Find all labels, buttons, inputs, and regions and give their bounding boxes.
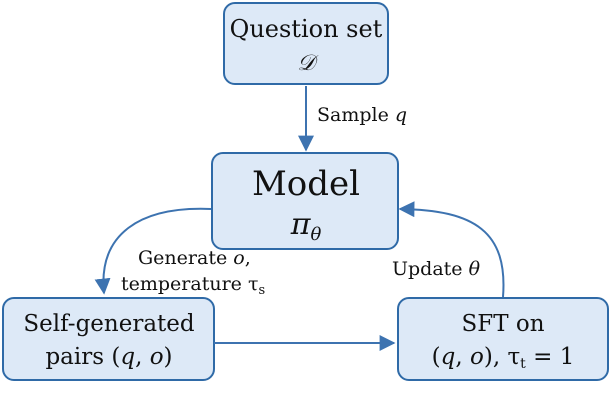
- node-self-generated-sep: ,: [135, 344, 150, 370]
- node-sft-q: q: [441, 344, 456, 370]
- node-model-pi: π: [290, 207, 312, 242]
- node-self-generated-o: o: [150, 344, 164, 370]
- edge-generate-var: o: [233, 247, 244, 269]
- edge-generate-line2: temperature τs: [121, 273, 265, 298]
- node-self-generated-line1: Self-generated: [23, 311, 195, 337]
- node-self-generated-prefix: pairs (: [45, 344, 120, 370]
- node-question-set-label: Question set: [230, 15, 383, 43]
- node-sft-line2: (q, o), τt = 1: [432, 344, 575, 372]
- edge-update-var: θ: [469, 258, 481, 280]
- node-self-generated-box: [2, 297, 215, 381]
- edge-sample-text: Sample: [317, 104, 395, 126]
- node-model-box: [211, 152, 399, 250]
- node-sft-tau-sub: t: [520, 356, 526, 372]
- node-sft-prefix: (: [432, 344, 441, 370]
- node-question-set-symbol: 𝒟: [297, 51, 319, 76]
- edge-update-text: Update: [392, 258, 469, 280]
- node-model-theta: θ: [310, 224, 321, 245]
- edge-update-arrow: [398, 201, 505, 298]
- node-model: Model πθ: [211, 152, 399, 250]
- node-question-set: Question set 𝒟: [223, 2, 389, 85]
- edge-generate-temperature: temperature τ: [121, 273, 258, 295]
- edge-update-label: Update θ: [392, 258, 481, 280]
- node-self-generated-suffix: ): [164, 344, 173, 370]
- node-self-generated-q: q: [120, 344, 135, 370]
- node-question-set-box: [223, 2, 389, 85]
- edge-sample-var: q: [395, 104, 407, 126]
- edge-generate-line1: Generate o,: [138, 247, 251, 269]
- edge-generate-punct: ,: [245, 247, 251, 269]
- node-sft: SFT on (q, o), τt = 1: [397, 297, 609, 381]
- edge-generate-text: Generate: [138, 247, 233, 269]
- node-self-generated-line2: pairs (q, o): [45, 344, 172, 370]
- node-model-policy: πθ: [290, 207, 322, 245]
- node-sft-sep: ,: [455, 344, 470, 370]
- edge-sample-label: Sample q: [317, 104, 407, 126]
- node-sft-box: [397, 297, 609, 381]
- edge-generate-arrow: [94, 207, 212, 295]
- node-self-generated: Self-generated pairs (q, o): [2, 297, 215, 381]
- node-sft-mid: ), τ: [484, 344, 520, 370]
- node-sft-eq: = 1: [526, 344, 575, 370]
- node-model-label: Model: [252, 164, 360, 204]
- edge-generate-sub: s: [258, 283, 265, 298]
- node-sft-o: o: [470, 344, 484, 370]
- node-sft-line1: SFT on: [461, 311, 544, 337]
